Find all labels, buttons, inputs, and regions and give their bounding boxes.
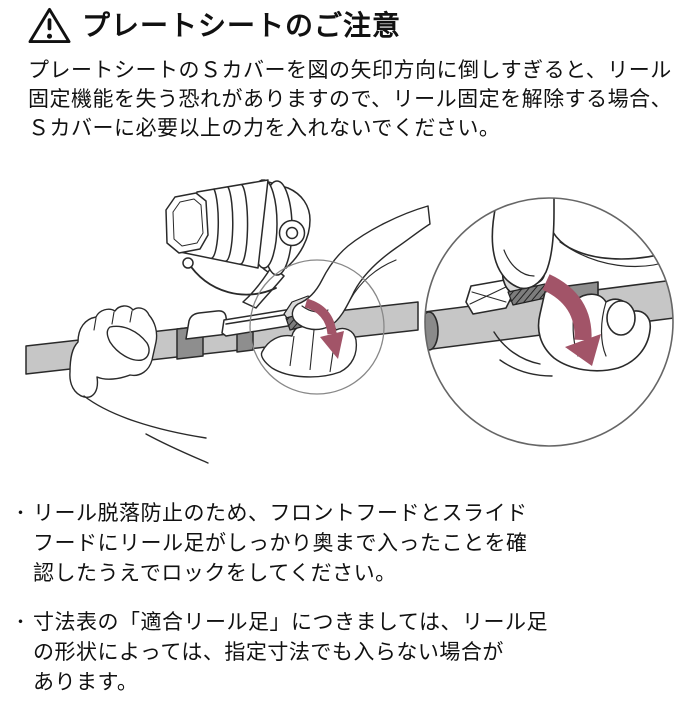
reel-illustration xyxy=(165,179,311,309)
intro-line-1: プレートシートのＳカバーを図の矢印方向に倒しすぎると、リール xyxy=(28,59,672,82)
note-line: フードにリール足がしっかり奥まで入ったことを確 xyxy=(33,532,528,555)
page-title-row: プレートシートのご注意 xyxy=(28,6,401,45)
curved-arrow-icon-small xyxy=(304,298,344,359)
front-hood xyxy=(185,310,229,340)
thumb xyxy=(106,325,150,361)
magnified-thumb xyxy=(491,198,555,290)
bullet-icon: ・ xyxy=(12,504,30,523)
wrist-line xyxy=(145,433,209,464)
right-hand xyxy=(291,205,431,331)
exclamation-bar xyxy=(47,18,52,31)
bullet-icon: ・ xyxy=(12,613,30,632)
page-title: プレートシートのご注意 xyxy=(82,9,402,41)
note-item-2: ・ 寸法表の「適合リール足」につきましては、リール足 の形状によっては、指定寸法… xyxy=(12,608,692,698)
magnified-fingers xyxy=(493,288,652,377)
intro-line-2: 固定機能を失う恐れがありますので、リール固定を解除する場合、 xyxy=(28,88,673,111)
note-line: の形状によっては、指定寸法でも入らない場合が xyxy=(33,641,504,664)
bail-wire xyxy=(186,260,277,296)
note-line: 認したうえでロックをしてください。 xyxy=(33,562,397,585)
curved-arrow-icon-large xyxy=(542,274,601,366)
spool-cap xyxy=(165,192,209,254)
warning-triangle-icon xyxy=(28,7,71,44)
caution-page: プレートシートのご注意 プレートシートのＳカバーを図の矢印方向に倒しすぎると、リ… xyxy=(12,6,693,694)
line-roller xyxy=(182,257,194,269)
exclamation-dot xyxy=(46,33,53,39)
note-line: 寸法表の「適合リール足」につきましては、リール足 xyxy=(33,611,548,634)
left-hand xyxy=(69,305,209,464)
intro-paragraph: プレートシートのＳカバーを図の矢印方向に倒しすぎると、リール 固定機能を失う恐れ… xyxy=(28,56,693,143)
note-item-1: ・ リール脱落防止のため、フロントフードとスライド フードにリール足がしっかり奥… xyxy=(12,499,692,589)
magnified-view xyxy=(425,198,673,446)
intro-line-3: Ｓカバーに必要以上の力を入れないでください。 xyxy=(28,117,501,140)
magnified-rod-cap xyxy=(425,311,439,351)
instruction-figure xyxy=(25,179,674,464)
detail-circle xyxy=(249,259,385,395)
note-line: あります。 xyxy=(33,671,139,694)
wrist-line xyxy=(83,395,207,439)
note-line: リール脱落防止のため、フロントフードとスライド xyxy=(33,502,528,525)
notes-list: ・ リール脱落防止のため、フロントフードとスライド フードにリール足がしっかり奥… xyxy=(12,499,692,717)
magnifier-ring xyxy=(424,197,674,447)
